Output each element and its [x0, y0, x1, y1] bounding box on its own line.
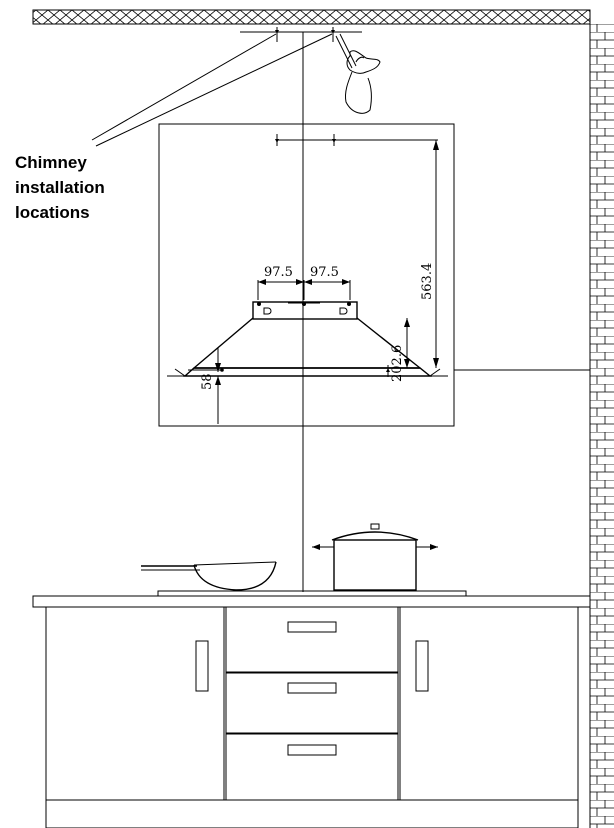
dim-right-offset-label: 97.5: [310, 265, 339, 280]
callout-line-2: installation: [15, 178, 105, 197]
hood-side-marks: [188, 365, 390, 377]
right-cabinet-door: [399, 606, 579, 801]
ceiling-mark-line: [240, 27, 362, 42]
middle-drawer-handle: [287, 682, 337, 694]
wok-pan: [141, 561, 277, 591]
dimension-offsets: 97.5 97.5: [257, 265, 351, 300]
countertop: [32, 595, 591, 608]
bottom-drawer: [225, 733, 399, 801]
callout-text: Chimney installation locations: [15, 153, 105, 222]
bottom-drawer-handle: [287, 744, 337, 756]
callout-line-1: Chimney: [15, 153, 87, 172]
right-door-handle: [415, 640, 429, 692]
screw-hole-icon: [339, 307, 348, 315]
top-drawer-handle: [287, 621, 337, 633]
brick-wall: [589, 24, 614, 828]
top-drawer: [225, 606, 399, 673]
hand-with-pencil-icon: [335, 33, 381, 114]
dimension-bottom-height: 58: [200, 348, 221, 424]
mounting-bracket: [252, 301, 358, 320]
dim-bottom-height-label: 58: [200, 373, 215, 390]
cooking-pot: [312, 523, 438, 591]
dimension-bracket-height: 202.6: [390, 318, 410, 382]
middle-drawer: [225, 672, 399, 734]
callout-leaders: [91, 33, 333, 147]
dim-left-offset-label: 97.5: [264, 265, 293, 280]
left-door-handle: [195, 640, 209, 692]
cooktop: [157, 590, 467, 597]
dimension-total-height: 563.4: [420, 140, 439, 368]
hood-body: [167, 317, 448, 377]
base-cabinets: [45, 606, 579, 828]
callout-line-3: locations: [15, 203, 90, 222]
left-cabinet-door: [45, 606, 225, 801]
ceiling: [32, 9, 591, 25]
dim-total-height-label: 563.4: [420, 263, 435, 300]
dim-bracket-height-label: 202.6: [390, 345, 405, 382]
screw-hole-icon: [263, 307, 272, 315]
frame-top-mark: [275, 134, 438, 146]
hood-frame: [158, 123, 455, 427]
